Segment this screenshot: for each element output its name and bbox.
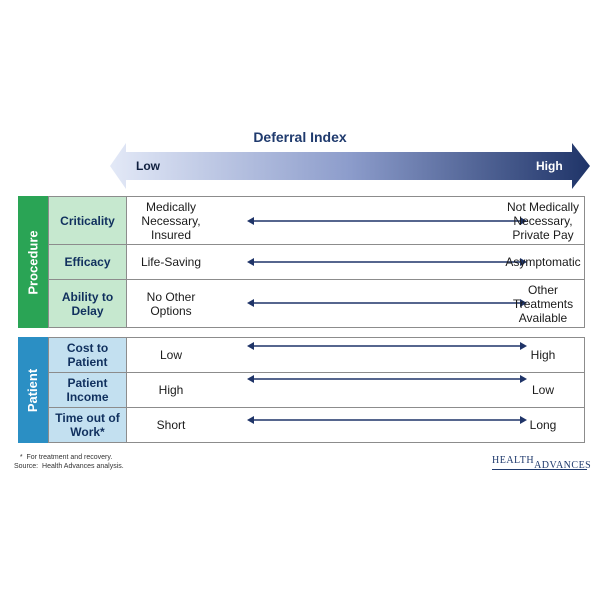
footnotes: * For treatment and recovery. Source: He…: [14, 453, 124, 471]
deferral-index-arrow: [110, 143, 590, 189]
health-advances-logo: HEALTHADVANCES: [492, 455, 591, 471]
arrow-low-label: Low: [136, 159, 160, 173]
footnote-asterisk: * For treatment and recovery.: [14, 454, 113, 461]
row-category: Patient Income: [49, 373, 127, 407]
patient-group: Patient Cost to Patient Low High Patient…: [18, 337, 585, 443]
row-low-value: Life-Saving: [140, 255, 202, 269]
ability-to-delay-row: Ability to Delay No Other Options Other …: [48, 280, 585, 328]
logo-underline: [492, 469, 587, 470]
row-low-value: Medically Necessary, Insured: [141, 199, 201, 242]
row-category: Efficacy: [49, 245, 127, 279]
row-low-value: Low: [159, 348, 182, 362]
row-category: Time out of Work*: [49, 408, 127, 442]
time-out-of-work-row: Time out of Work* Short Long: [48, 408, 585, 443]
arrow-high-label: High: [536, 159, 563, 173]
row-low-value: High: [158, 383, 184, 397]
double-arrow-icon: [247, 416, 527, 424]
row-high-value: Low: [531, 383, 554, 397]
diagram-title: Deferral Index: [253, 129, 347, 145]
patient-income-row: Patient Income High Low: [48, 373, 585, 408]
row-high-value: Long: [529, 418, 557, 432]
row-high-value: High: [530, 348, 556, 362]
criticality-row: Criticality Medically Necessary, Insured…: [48, 196, 585, 245]
procedure-side-label: Procedure: [18, 196, 48, 328]
logo-part-2: ADVANCES: [534, 460, 592, 471]
double-arrow-icon: [247, 342, 527, 350]
row-category: Criticality: [49, 197, 127, 244]
efficacy-row: Efficacy Life-Saving Asymptomatic: [48, 245, 585, 280]
double-arrow-icon: [247, 217, 527, 225]
footnote-source: Source: Health Advances analysis.: [14, 463, 124, 470]
double-arrow-icon: [247, 258, 527, 266]
row-category: Ability to Delay: [49, 280, 127, 327]
logo-part-1: HEALTH: [492, 455, 535, 466]
cost-to-patient-row: Cost to Patient Low High: [48, 337, 585, 373]
double-arrow-icon: [247, 375, 527, 383]
row-category: Cost to Patient: [49, 338, 127, 372]
row-high-value: Other Treatments Available: [512, 282, 574, 325]
procedure-group: Procedure Criticality Medically Necessar…: [18, 196, 585, 328]
row-high-value: Asymptomatic: [505, 255, 581, 269]
patient-side-label: Patient: [18, 337, 48, 443]
row-low-value: No Other Options: [146, 289, 196, 318]
row-low-value: Short: [156, 418, 186, 432]
row-high-value: Not Medically Necessary, Private Pay: [506, 199, 580, 242]
double-arrow-icon: [247, 299, 527, 307]
